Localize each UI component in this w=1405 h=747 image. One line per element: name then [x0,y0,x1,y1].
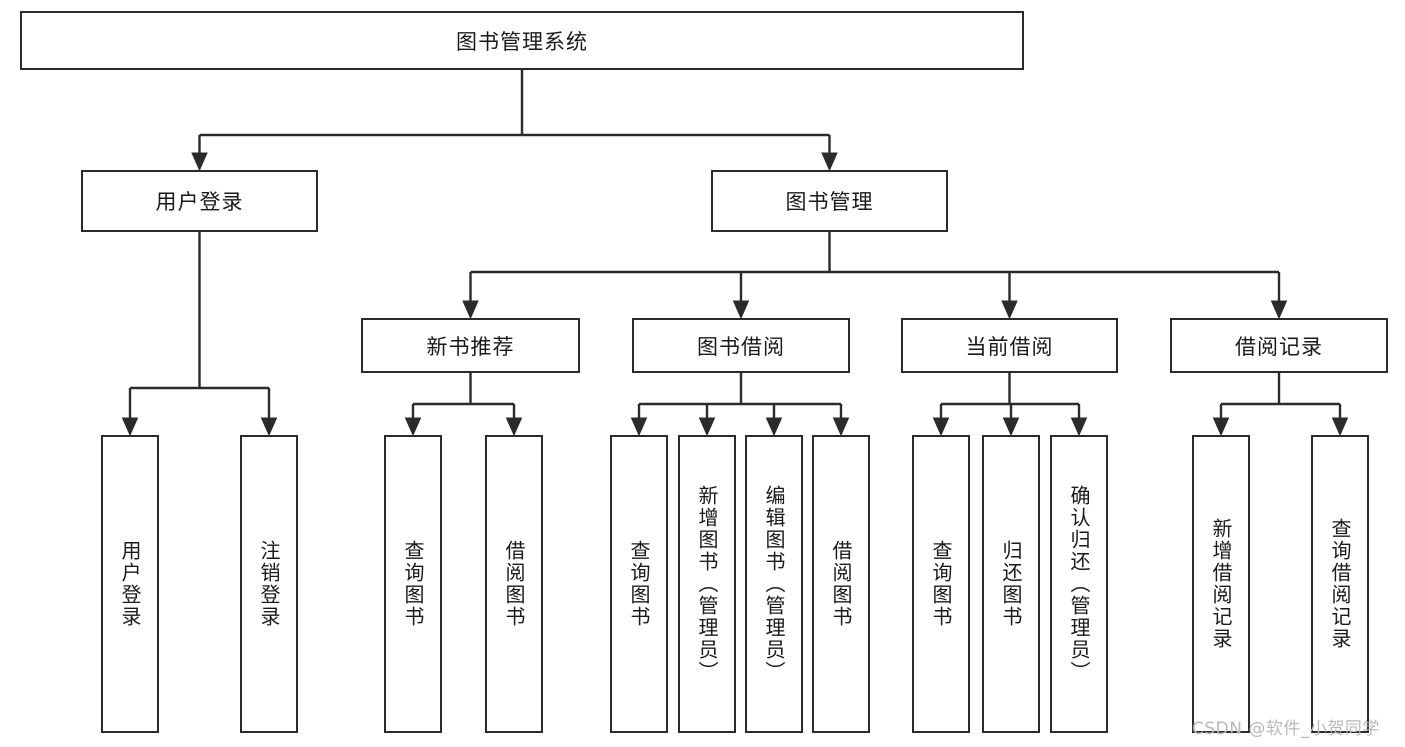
arrowhead-icon [630,417,648,437]
node-leaf-9[interactable]: 查询图书 [912,435,970,733]
arrowhead-icon [260,417,278,437]
arrowhead-icon [1002,417,1020,437]
node-label: 注销登录 [257,540,281,628]
node-leaf-11[interactable]: 确认归还（管理员） [1050,435,1108,733]
arrowhead-icon [505,417,523,437]
node-label: 新增图书（管理员） [695,485,719,683]
node-root[interactable]: 图书管理系统 [20,11,1024,70]
arrowhead-icon [191,152,208,172]
node-bookmgmt[interactable]: 图书管理 [711,170,948,232]
arrowhead-icon [832,417,850,437]
arrowhead-icon [698,417,716,437]
node-leaf-3[interactable]: 查询图书 [384,435,442,733]
arrowhead-icon [404,417,422,437]
arrowhead-icon [1070,417,1088,437]
arrowhead-icon [765,417,783,437]
node-label: 新增借阅记录 [1209,518,1233,650]
arrowhead-icon [732,300,750,320]
node-label: 查询图书 [627,540,651,628]
node-label: 用户登录 [155,190,244,214]
node-label: 归还图书 [999,540,1023,628]
node-newrec[interactable]: 新书推荐 [361,318,580,373]
node-borrow[interactable]: 图书借阅 [632,318,850,373]
arrowhead-icon [1270,300,1288,320]
arrowhead-icon [1001,300,1018,320]
node-label: 借阅图书 [502,540,526,628]
node-label: 图书借阅 [697,334,785,359]
node-leaf-5[interactable]: 查询图书 [610,435,668,733]
node-leaf-4[interactable]: 借阅图书 [485,435,543,733]
arrowhead-icon [121,417,139,437]
node-label: 借阅图书 [829,540,853,628]
node-label: 图书管理系统 [456,29,588,54]
arrowhead-icon [821,152,838,172]
node-label: 查询图书 [401,540,425,628]
node-label: 新书推荐 [426,334,515,359]
node-leaf-12[interactable]: 新增借阅记录 [1192,435,1250,733]
node-leaf-2[interactable]: 注销登录 [240,435,298,733]
node-leaf-7[interactable]: 编辑图书（管理员） [745,435,803,733]
node-label: 确认归还（管理员） [1067,485,1091,683]
node-current[interactable]: 当前借阅 [901,318,1118,373]
node-leaf-1[interactable]: 用户登录 [101,435,159,733]
node-leaf-8[interactable]: 借阅图书 [812,435,870,733]
arrowhead-icon [462,300,479,320]
node-label: 图书管理 [785,190,874,214]
node-label: 查询借阅记录 [1328,518,1352,650]
node-label: 用户登录 [118,540,142,628]
arrowhead-icon [1212,417,1230,437]
node-label: 查询图书 [929,540,953,628]
node-leaf-13[interactable]: 查询借阅记录 [1311,435,1369,733]
node-records[interactable]: 借阅记录 [1170,318,1388,373]
node-label: 编辑图书（管理员） [762,485,786,683]
arrowhead-icon [932,417,950,437]
node-label: 借阅记录 [1235,334,1323,359]
node-leaf-10[interactable]: 归还图书 [982,435,1040,733]
node-login[interactable]: 用户登录 [81,170,318,232]
arrowhead-icon [1331,417,1349,437]
node-label: 当前借阅 [965,334,1054,359]
node-leaf-6[interactable]: 新增图书（管理员） [678,435,736,733]
